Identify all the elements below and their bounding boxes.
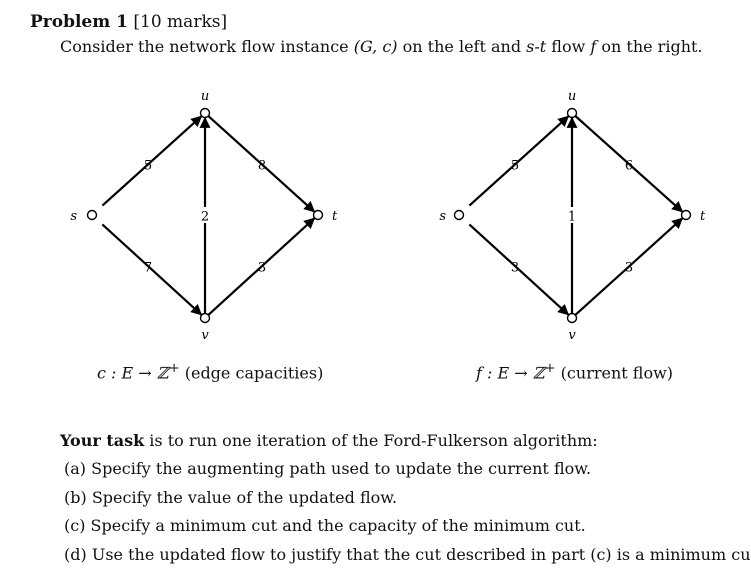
part-text: Specify the augmenting path used to upda… [91,459,592,478]
flow-caption-sup: + [544,361,556,376]
part-text: Specify a minimum cut and the capacity o… [90,516,586,535]
flow-edge-label-v-u: 1 [568,210,576,225]
capacity-graph: 5 7 2 8 3 s u v t [70,89,338,343]
flow-edge-label-v-t: 3 [625,261,633,276]
flow-node-t [680,209,692,221]
capacity-node-label-t: t [332,209,338,224]
capacity-edge-s-u [101,115,203,207]
flow-edge-s-u [468,115,570,207]
part-text: Use the updated flow to justify that the… [91,544,751,564]
flow-caption-math: f : E → ℤ [476,363,545,383]
flow-edge-u-t [574,115,684,213]
task-rest: is to run one iteration of the Ford-Fulk… [144,431,598,450]
flow-graph: 5 3 1 6 3 s u v t [439,89,706,343]
capacity-edge-label-v-u: 2 [201,210,209,225]
problem-intro: Consider the network flow instance (G, c… [60,37,703,56]
task-part-c: (c) Specify a minimum cut and the capaci… [64,516,751,545]
flow-node-label-s: s [439,209,446,224]
flow-node-s [453,209,465,221]
flow-caption-text: (current flow) [555,363,674,383]
capacity-node-label-u: u [201,89,209,104]
capacity-edge-u-t [207,115,316,213]
flow-edge-label-s-u: 5 [511,159,519,174]
flow-node-v [566,312,578,324]
intro-text-1: Consider the network flow instance [60,37,354,56]
part-text: Specify the value of the updated flow. [91,487,398,507]
capacity-caption-text: (edge capacities) [179,363,324,383]
part-marker: (c) [64,516,86,535]
problem-marks: [10 marks] [133,12,228,32]
task-part-d: (d) Use the updated flow to justify that… [64,545,751,574]
capacity-edge-label-u-t: 8 [258,159,266,174]
capacity-caption-math: c : E → ℤ [97,363,169,383]
part-marker: (a) [64,459,87,478]
intro-instance: (G, c) [353,37,398,56]
problem-title: Problem 1 [30,12,128,32]
capacity-edge-label-s-u: 5 [144,159,152,174]
capacity-node-label-v: v [201,328,209,343]
task-statement: Your task is to run one iteration of the… [60,431,598,450]
flow-edge-v-t [574,217,684,316]
capacity-edge-label-v-t: 3 [258,261,266,276]
capacity-node-v [199,312,211,324]
flow-node-label-t: t [700,209,706,224]
flow-node-label-v: v [568,328,576,343]
flow-edge-label-bg-v-u [566,207,578,223]
flow-edge-label-u-t: 6 [625,159,633,174]
capacity-caption-sup: + [168,361,180,376]
intro-text-3: flow [546,37,591,56]
intro-text-4: on the right. [596,37,703,56]
flow-node-u [566,107,578,119]
capacity-node-label-s: s [70,209,77,224]
flow-edge-s-v [468,223,570,316]
capacity-caption: c : E → ℤ+ (edge capacities) [97,361,323,382]
part-marker: (d) [64,544,87,564]
capacity-edge-v-t [207,217,316,316]
capacity-edge-s-v [101,223,203,316]
task-part-a: (a) Specify the augmenting path used to … [64,459,751,488]
part-marker: (b) [64,487,87,507]
capacity-edge-label-s-v: 7 [144,261,152,276]
intro-st: s-t [526,37,547,56]
intro-text-2: on the left and [397,37,527,56]
flow-node-label-u: u [568,89,576,104]
task-part-b: (b) Specify the value of the updated flo… [64,488,751,517]
capacity-node-t [312,209,324,221]
capacity-node-u [199,107,211,119]
task-parts: (a) Specify the augmenting path used to … [64,459,751,573]
flow-edge-label-s-v: 3 [511,261,519,276]
capacity-node-s [86,209,98,221]
intro-f: f [590,37,597,56]
problem-heading: Problem 1 [10 marks] [30,12,227,32]
capacity-edge-label-bg-v-u [199,207,211,223]
task-lead: Your task [60,431,145,450]
flow-caption: f : E → ℤ+ (current flow) [476,361,673,382]
